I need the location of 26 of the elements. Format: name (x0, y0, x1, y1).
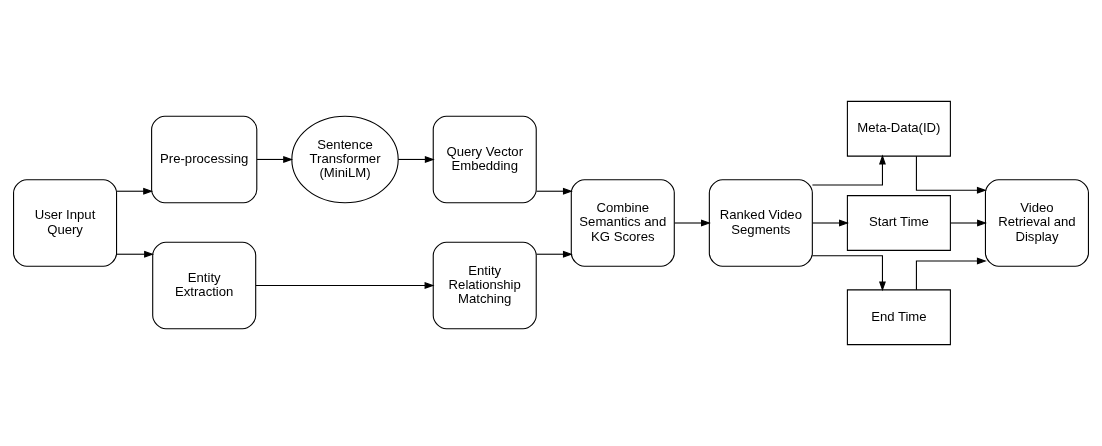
node-box: Meta-Data(ID) (846, 100, 951, 157)
node-box: User Input Query (13, 179, 118, 267)
arrow (397, 156, 435, 163)
node-box: Ranked Video Segments (708, 179, 813, 267)
node-box: End Time (846, 289, 951, 346)
arrow (915, 257, 987, 291)
node-box: Video Retrieval and Display (984, 179, 1089, 267)
arrow (256, 156, 294, 163)
arrow (536, 187, 573, 195)
arrow (255, 282, 435, 289)
node-ellipse: Sentence Transformer (MiniLM) (291, 115, 399, 204)
arrow (116, 187, 154, 195)
arrow (811, 154, 886, 186)
node-box: Combine Semantics and KG Scores (570, 179, 675, 267)
node-box: Pre-processing (151, 115, 258, 204)
arrow (536, 250, 573, 258)
node-box: Query Vector Embedding (432, 115, 537, 204)
arrow (811, 255, 886, 292)
arrow (116, 250, 154, 258)
arrow (950, 219, 987, 227)
arrow (812, 219, 849, 227)
node-box: Entity Relationship Matching (432, 241, 537, 330)
node-box: Entity Extraction (152, 241, 257, 330)
node-box: Start Time (846, 195, 951, 251)
arrow (915, 155, 987, 194)
arrow (674, 219, 711, 227)
